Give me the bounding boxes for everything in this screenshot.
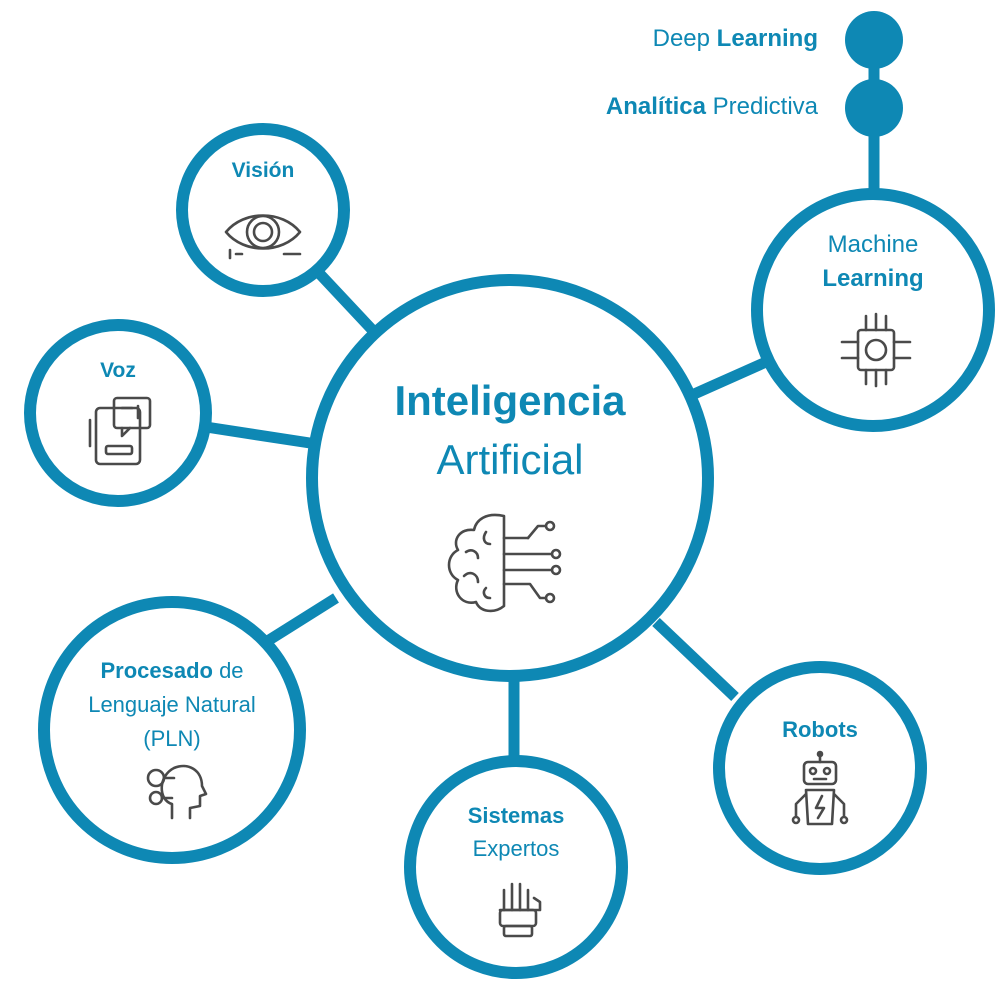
node-sistemas-expertos: Sistemas Expertos — [404, 755, 628, 979]
sistemas-line1: Sistemas — [468, 803, 565, 828]
pln-line2: Lenguaje Natural — [88, 692, 256, 717]
brain-circuit-icon — [447, 513, 562, 613]
sistemas-line2: Expertos — [473, 836, 560, 861]
node-voz: Voz — [24, 319, 212, 507]
connector-pln — [263, 593, 339, 647]
voz-circle — [24, 319, 212, 507]
node-pln: Procesado de Lenguaje Natural (PLN) — [38, 596, 306, 864]
robots-circle — [713, 661, 927, 875]
node-machine-learning: Machine Learning — [751, 188, 995, 432]
vision-circle — [176, 123, 350, 297]
machine-learning-circle — [751, 188, 995, 432]
node-vision: Visión — [176, 123, 350, 297]
connector-voz — [205, 421, 311, 449]
node-robots: Robots — [713, 661, 927, 875]
deep-learning-label: Deep Learning — [653, 25, 818, 52]
eye-icon — [224, 214, 302, 260]
robotic-hand-icon — [498, 882, 542, 938]
pln-line3: (PLN) — [143, 726, 200, 751]
chip-icon — [840, 312, 912, 388]
predictive-analytics-label: Analítica Predictiva — [606, 93, 819, 120]
center-circle — [306, 274, 714, 682]
ml-branch: Deep Learning Analítica Predictiva — [606, 11, 903, 137]
voz-label: Voz — [100, 359, 136, 382]
robots-label: Robots — [782, 717, 858, 742]
center-subtitle: Artificial — [436, 436, 583, 483]
connectors — [205, 40, 880, 772]
pln-line1: Procesado de — [100, 658, 243, 683]
connector-vision — [313, 268, 383, 340]
sistemas-circle — [404, 755, 628, 979]
predictive-analytics-dot — [845, 79, 903, 137]
vision-label: Visión — [232, 159, 295, 182]
head-gears-icon — [146, 764, 208, 820]
center-node: Inteligencia Artificial — [306, 274, 714, 682]
robot-icon — [791, 750, 849, 826]
deep-learning-dot — [845, 11, 903, 69]
machine-learning-line2: Learning — [822, 265, 923, 292]
connector-machine-learning — [689, 356, 769, 401]
connector-robots — [652, 618, 739, 701]
center-title: Inteligencia — [394, 377, 626, 424]
pln-circle — [38, 596, 306, 864]
voice-device-icon — [88, 396, 152, 466]
machine-learning-line1: Machine — [828, 231, 919, 258]
